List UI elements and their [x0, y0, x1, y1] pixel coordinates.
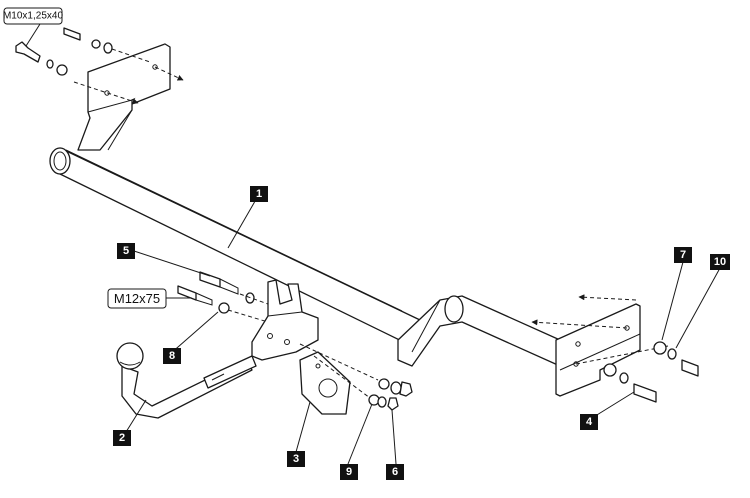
svg-text:9: 9 — [346, 466, 352, 478]
svg-text:6: 6 — [392, 466, 398, 478]
part-badge-5: 5 — [117, 243, 135, 259]
part-badge-8: 8 — [163, 348, 181, 364]
part-badge-6: 6 — [386, 464, 404, 480]
ball-mount-bracket — [251, 279, 319, 361]
towball-neck — [116, 342, 257, 419]
part-badge-9: 9 — [340, 464, 358, 480]
part-badge-1: 1 — [250, 186, 268, 202]
left-mounting-bracket — [73, 43, 184, 151]
right-crossbar-section — [397, 295, 561, 367]
svg-text:8: 8 — [169, 350, 175, 362]
svg-text:3: 3 — [293, 453, 299, 465]
svg-text:5: 5 — [123, 245, 129, 257]
bolt-size-callout-mid: M12x75 — [107, 288, 167, 309]
svg-text:2: 2 — [119, 432, 125, 444]
part-badge-4: 4 — [580, 414, 598, 430]
middle-bolt-hardware — [177, 271, 269, 323]
part-badge-10: 10 — [710, 254, 730, 270]
svg-text:7: 7 — [680, 249, 686, 261]
svg-text:10: 10 — [714, 256, 726, 268]
svg-text:1: 1 — [256, 188, 262, 200]
svg-text:M10x1,25x40: M10x1,25x40 — [3, 11, 63, 22]
part-badge-3: 3 — [287, 451, 305, 467]
part-badge-2: 2 — [113, 430, 131, 446]
bolt-size-callout-top: M10x1,25x40 — [3, 7, 63, 25]
top-bolt-hardware — [15, 27, 151, 76]
leader-lines — [25, 23, 721, 465]
svg-text:M12x75: M12x75 — [114, 291, 160, 306]
right-bolt-hardware — [603, 341, 699, 403]
right-mounting-bracket — [531, 294, 669, 397]
svg-text:4: 4 — [586, 416, 593, 428]
part-badge-7: 7 — [674, 247, 692, 263]
center-nut-hardware — [299, 343, 413, 411]
socket-plate — [299, 351, 351, 415]
crossbar-tube — [49, 147, 421, 351]
